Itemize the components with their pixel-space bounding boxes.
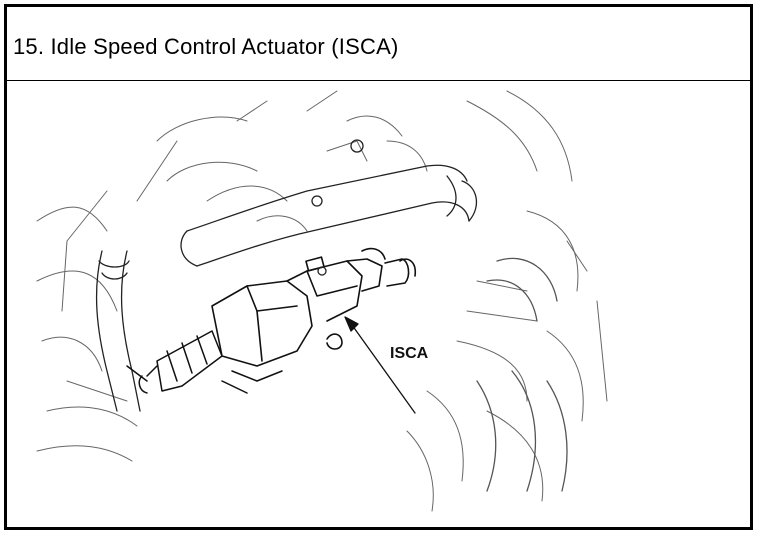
engine-diagram	[36, 90, 608, 512]
intake-hose	[180, 164, 478, 267]
figure-header: 15. Idle Speed Control Actuator (ISCA)	[7, 7, 750, 81]
isca-connector	[126, 330, 283, 394]
figure-frame: 15. Idle Speed Control Actuator (ISCA)	[4, 4, 753, 530]
isca-leader-line	[344, 316, 416, 414]
right-pulley	[476, 257, 568, 492]
coolant-hose	[95, 250, 141, 412]
isca-body	[211, 247, 417, 367]
isca-callout-label: ISCA	[390, 345, 429, 362]
mounting-bolts	[311, 139, 364, 276]
figure-title: 15. Idle Speed Control Actuator (ISCA)	[13, 34, 399, 59]
background-engine-lines	[36, 90, 608, 512]
